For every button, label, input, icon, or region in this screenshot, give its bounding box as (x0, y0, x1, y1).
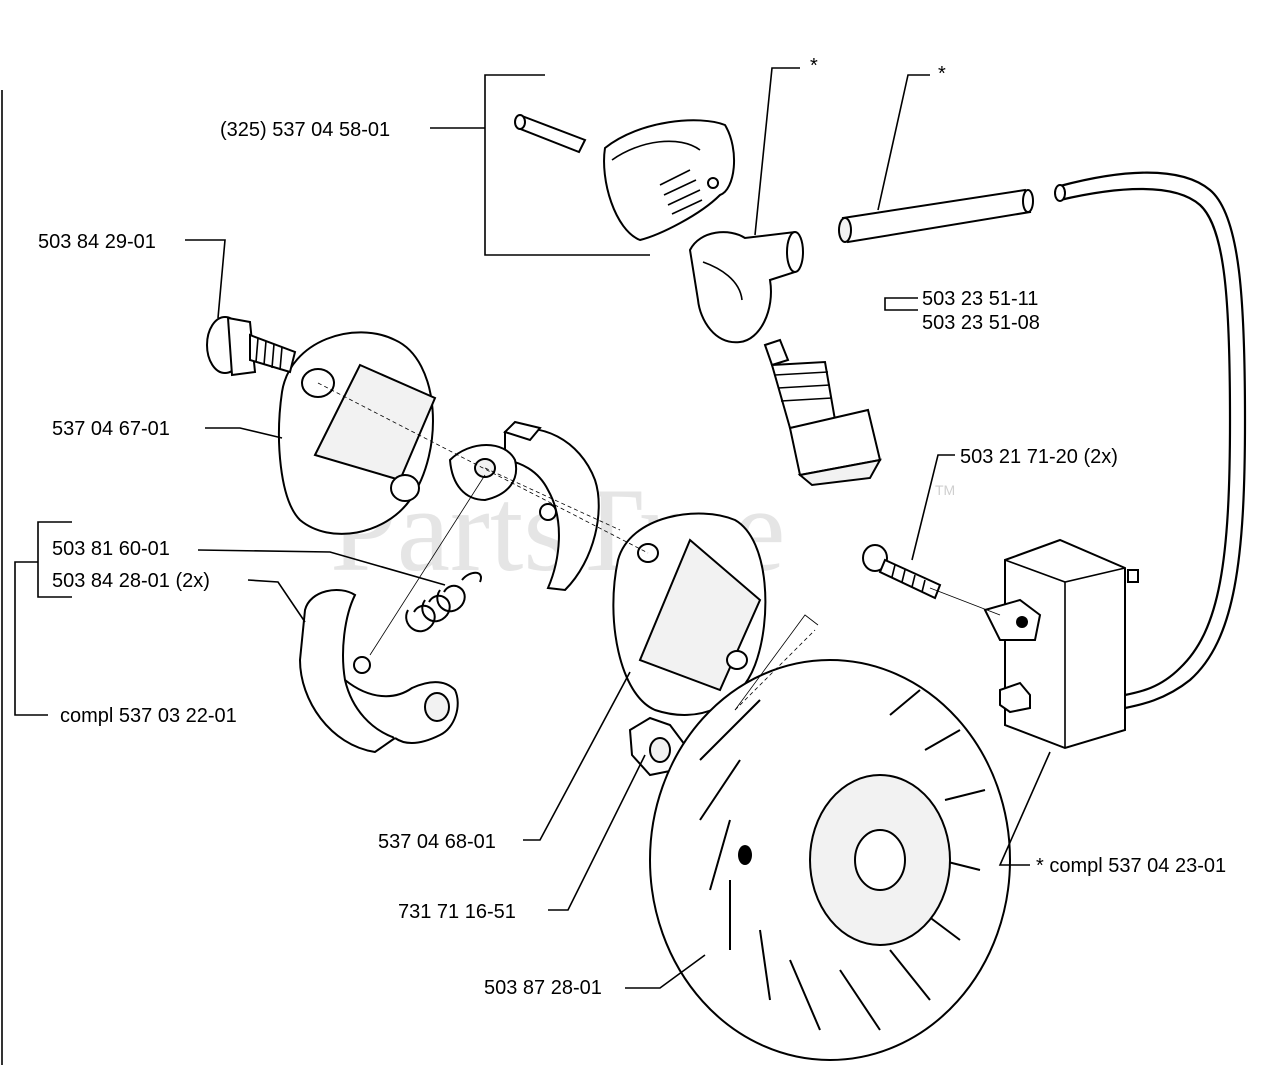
flywheel-part (649, 659, 1011, 1061)
part-label-537-04-68-01: 537 04 68-01 (378, 831, 496, 853)
screw-part (862, 544, 942, 600)
part-label-503-87-28-01: 503 87 28-01 (484, 977, 602, 999)
clutch-shoe-lower-part (298, 589, 459, 754)
asterisk-mark-1: * (810, 55, 818, 77)
part-label-compl-537-03-22-01: compl 537 03 22-01 (60, 705, 237, 727)
ignition-module-part (983, 538, 1139, 750)
leader-lines (14, 67, 1051, 989)
part-label-503-84-28-01: 503 84 28-01 (2x) (52, 570, 210, 592)
asterisk-mark-2: * (938, 63, 946, 85)
part-label-503-81-60-01: 503 81 60-01 (52, 538, 170, 560)
spark-plug-part (763, 338, 882, 487)
clutch-cover-plate-part (612, 512, 767, 716)
part-label-325-537-04-58-01: (325) 537 04 58-01 (220, 119, 390, 141)
part-label-503-84-29-01: 503 84 29-01 (38, 231, 156, 253)
part-label-731-71-16-51: 731 71 16-51 (398, 901, 516, 923)
bolt-part (206, 316, 297, 377)
part-label-503-23-51-11: 503 23 51-11 (922, 288, 1038, 310)
watermark-trademark: TM (935, 482, 955, 498)
clutch-plate-part (278, 331, 437, 535)
part-label-503-21-71-20: 503 21 71-20 (2x) (960, 446, 1118, 468)
part-label-537-04-67-01: 537 04 67-01 (52, 418, 170, 440)
spark-plug-boot-part (514, 114, 1247, 710)
spring-part (405, 571, 482, 633)
part-label-compl-537-04-23-01: * compl 537 04 23-01 (1036, 855, 1226, 877)
part-label-503-23-51-08: 503 23 51-08 (922, 312, 1040, 334)
